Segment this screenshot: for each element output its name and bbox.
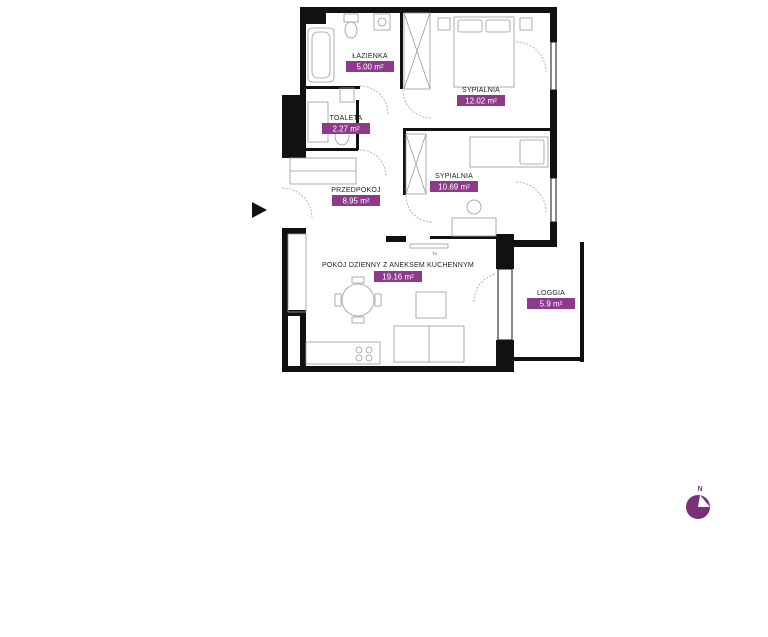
room-name: ŁAZIENKA — [352, 53, 388, 60]
doors — [281, 41, 547, 303]
tv-label: TV — [432, 251, 437, 256]
north-compass-icon: N — [686, 486, 710, 519]
windows — [497, 41, 557, 341]
area-badge — [457, 95, 505, 106]
room-pokoj-dzienny: POKÓJ DZIENNY Z ANEKSEM KUCHENNYM 19.16 … — [322, 260, 474, 282]
area-value: 2.27 m² — [332, 125, 359, 134]
furniture — [287, 12, 549, 365]
area-badge — [430, 181, 478, 192]
room-name: TOALETA — [330, 115, 363, 122]
room-sypialnia-1: SYPIALNIA 12.02 m² — [457, 87, 505, 106]
compass-label: N — [697, 486, 702, 493]
room-name: SYPIALNIA — [435, 173, 473, 180]
room-toaleta: TOALETA 2.27 m² — [322, 115, 370, 134]
room-name: LOGGIA — [537, 290, 565, 297]
room-sypialnia-2: SYPIALNIA 10.69 m² — [430, 173, 478, 192]
area-badge — [527, 298, 575, 309]
room-lazienka: ŁAZIENKA 5.00 m² — [346, 53, 394, 72]
room-loggia: LOGGIA 5.9 m² — [527, 290, 575, 309]
room-name: PRZEDPOKÓJ — [331, 185, 380, 194]
room-name: POKÓJ DZIENNY Z ANEKSEM KUCHENNYM — [322, 260, 474, 269]
area-value: 5.9 m² — [540, 300, 563, 309]
room-name: SYPIALNIA — [462, 87, 500, 94]
room-przedpokoj: PRZEDPOKÓJ 8.95 m² — [331, 185, 381, 206]
area-value: 12.02 m² — [465, 97, 497, 106]
area-badge — [322, 123, 370, 134]
area-value: 10.69 m² — [438, 183, 470, 192]
area-value: 19.16 m² — [382, 273, 414, 282]
area-badge — [374, 271, 422, 282]
entrance-arrow-icon — [252, 202, 267, 218]
area-value: 8.95 m² — [342, 197, 369, 206]
area-value: 5.00 m² — [356, 63, 383, 72]
area-badge — [346, 61, 394, 72]
walls — [282, 7, 584, 372]
area-badge — [332, 195, 380, 206]
